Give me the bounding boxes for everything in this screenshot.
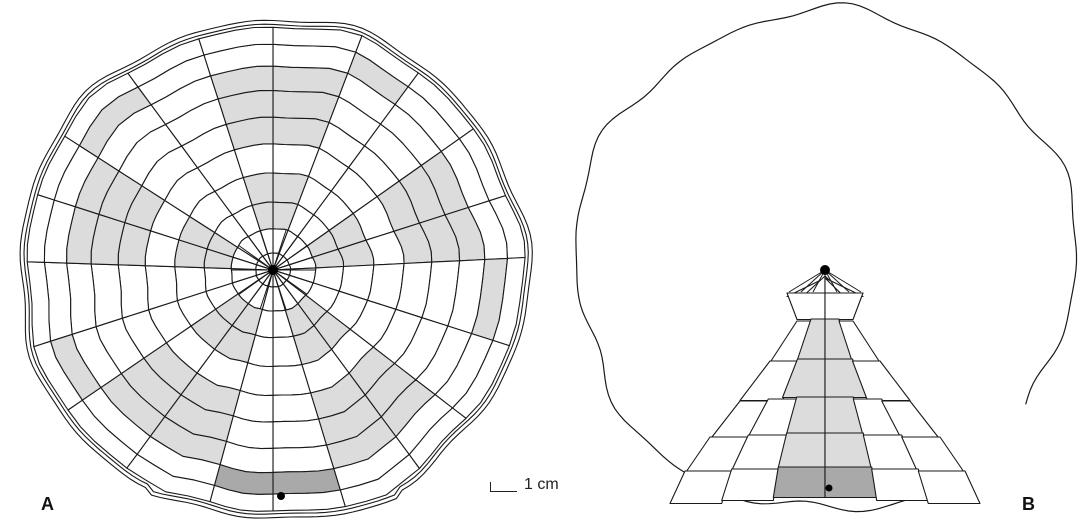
panel-label-a: A xyxy=(41,494,54,515)
marker-dot xyxy=(277,492,285,500)
test-plate xyxy=(273,469,340,494)
test-plate xyxy=(273,393,319,422)
panel-label-b: B xyxy=(1022,494,1035,515)
test-plate xyxy=(825,293,863,320)
test-plate xyxy=(273,445,334,472)
test-plate xyxy=(273,419,327,448)
apex-dot xyxy=(268,265,278,275)
test-plate xyxy=(918,471,980,504)
apex-dot xyxy=(820,265,830,275)
test-plate xyxy=(787,293,825,320)
scale-bar-label: 1 cm xyxy=(524,476,559,494)
test-plate xyxy=(118,265,148,318)
test-plate xyxy=(273,90,339,122)
scale-bar-line xyxy=(490,482,517,492)
test-plate xyxy=(722,469,779,501)
test-plate xyxy=(825,467,877,498)
test-plate xyxy=(773,467,825,498)
test-plate xyxy=(778,433,825,468)
marker-dot xyxy=(826,485,833,492)
panel-b-test xyxy=(576,3,1077,512)
panel-a-test xyxy=(20,20,532,518)
